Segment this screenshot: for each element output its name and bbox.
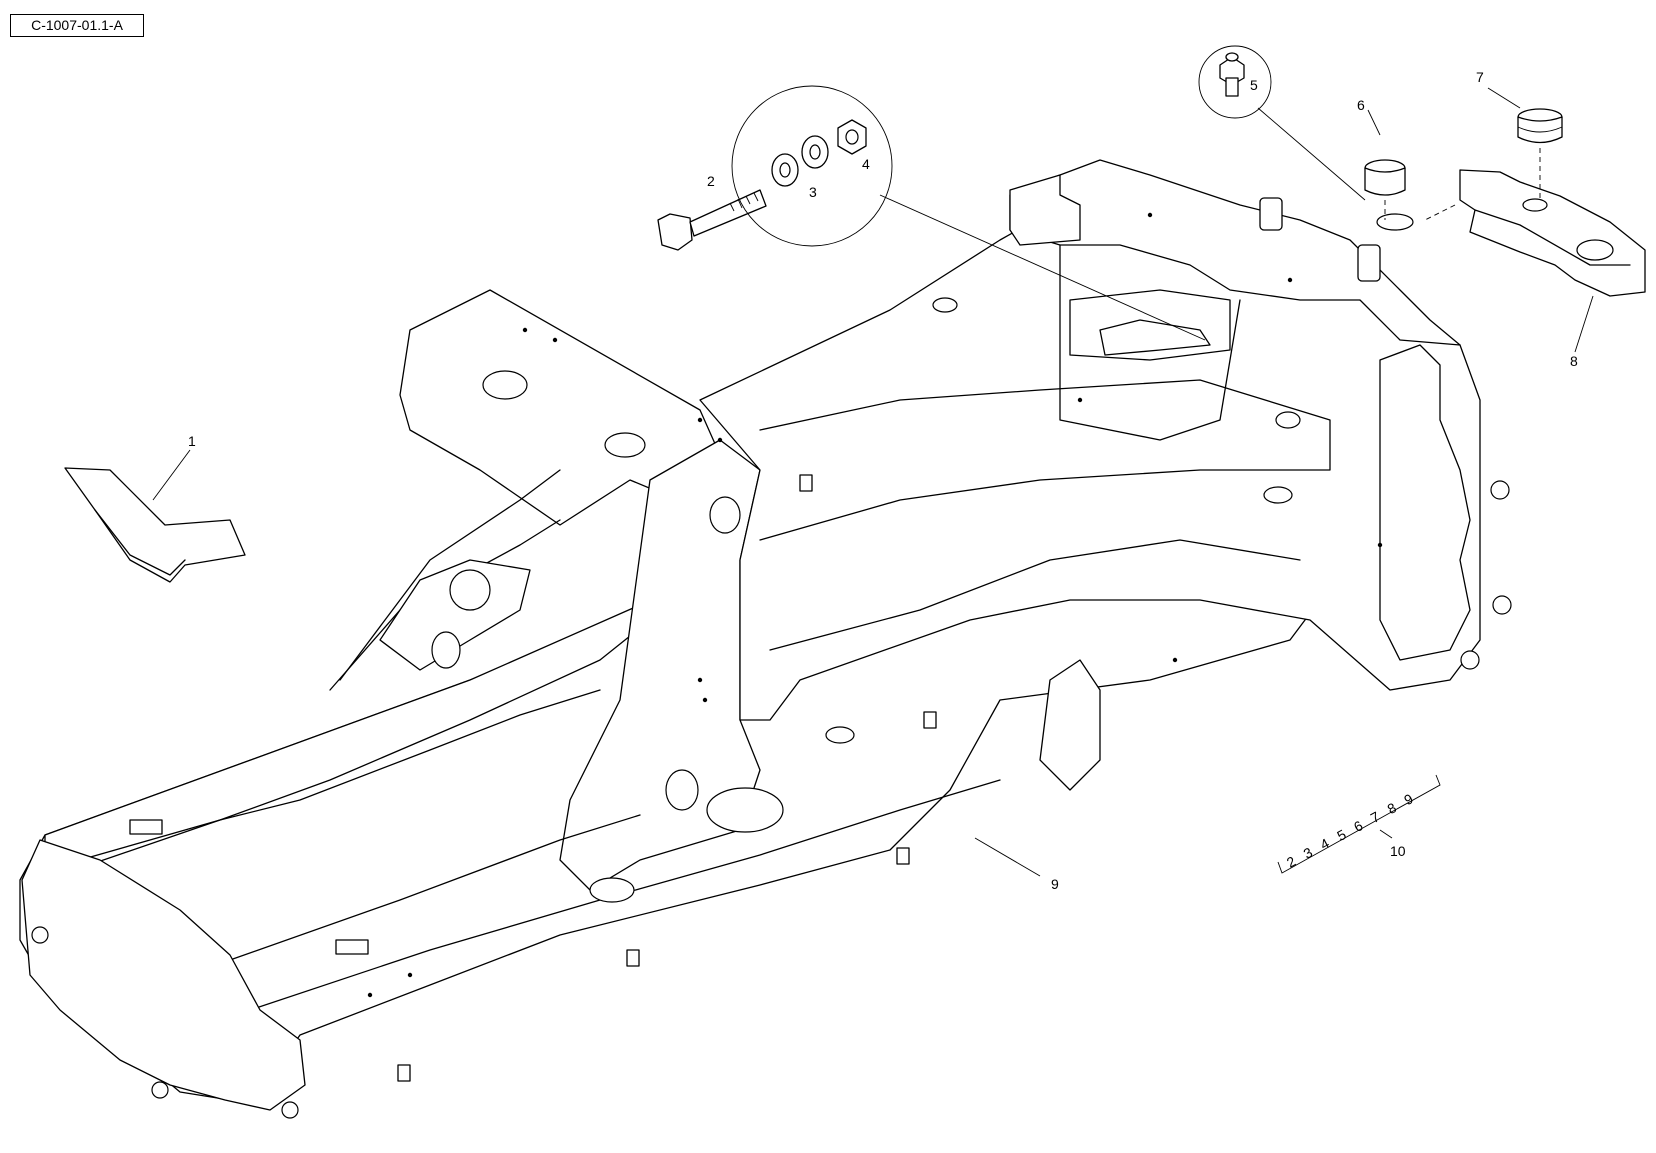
tower-hole xyxy=(1275,411,1301,429)
pin-boss-right xyxy=(1357,244,1381,282)
lower-rail-bottom xyxy=(249,779,1001,1011)
part-6-bushing xyxy=(1364,159,1406,196)
lower-rail-hole xyxy=(825,726,855,744)
leader-8 xyxy=(1574,295,1594,353)
inner-rail-edge xyxy=(79,689,601,861)
callout-5: 5 xyxy=(1250,77,1258,93)
detail-circle-fitting xyxy=(1198,45,1272,119)
bolt-hole xyxy=(717,437,723,443)
plate-hole-large xyxy=(604,432,646,458)
front-eye-left xyxy=(31,926,49,944)
callout-1: 1 xyxy=(188,433,196,449)
kit-item-2: 2 xyxy=(1284,853,1299,871)
bolt-hole xyxy=(1172,657,1178,663)
stud xyxy=(799,474,813,492)
dash-8 xyxy=(1424,204,1456,221)
pillar-oval-hole xyxy=(706,787,784,833)
part-2-bolt xyxy=(657,189,767,251)
callout-6: 6 xyxy=(1357,97,1365,113)
rear-eye-upper xyxy=(1490,480,1510,500)
leader-lines xyxy=(152,87,1594,877)
kit-item-5: 5 xyxy=(1334,826,1349,844)
bolt-hole xyxy=(407,972,413,978)
bolt-hole xyxy=(522,327,528,333)
boss-hole xyxy=(431,631,461,669)
rear-end-plate xyxy=(1379,344,1471,661)
left-oval-plate xyxy=(379,559,531,671)
pin-boss-left xyxy=(1259,197,1283,231)
inner-mount xyxy=(1099,319,1211,356)
bolt-hole xyxy=(1377,542,1383,548)
rail-hole xyxy=(932,297,958,313)
lower-rail-edge xyxy=(229,814,641,961)
pillar-slot-hole xyxy=(589,877,635,903)
mid-gusset xyxy=(1039,659,1101,791)
kit-item-6: 6 xyxy=(1351,817,1366,835)
bolt-hole xyxy=(367,992,373,998)
middle-crossbeam xyxy=(759,379,1331,541)
part-3-washers xyxy=(771,135,829,187)
bolt-hole xyxy=(552,337,558,343)
stud xyxy=(397,1064,411,1082)
pillar-pivot-hole xyxy=(709,496,741,534)
kit-bracket-tick xyxy=(1379,829,1393,839)
kit-item-7: 7 xyxy=(1368,808,1383,826)
rail-cleat xyxy=(335,939,369,955)
detail-circle-fasteners xyxy=(731,85,893,247)
leader-234 xyxy=(879,194,1206,341)
kit-item-3: 3 xyxy=(1301,844,1316,862)
kit-item-4: 4 xyxy=(1317,835,1332,853)
part-8-clamp-bracket xyxy=(1459,169,1646,297)
stud xyxy=(626,949,640,967)
callout-3: 3 xyxy=(809,184,817,200)
kit-bracket xyxy=(1277,774,1441,874)
leader-5 xyxy=(1257,107,1366,201)
left-bracket xyxy=(1009,174,1081,246)
callout-labels: 1 2 3 4 5 6 7 8 9 10 xyxy=(188,69,1578,892)
plate-pivot-hole xyxy=(482,370,528,400)
stud xyxy=(923,711,937,729)
callout-4: 4 xyxy=(862,156,870,172)
front-end-plate xyxy=(21,839,306,1111)
rear-eye-lower xyxy=(1460,650,1480,670)
inner-box-edges xyxy=(1059,244,1241,441)
bolt-hole xyxy=(697,677,703,683)
leader-9 xyxy=(974,837,1041,877)
callout-9: 9 xyxy=(1051,876,1059,892)
oval-slot-hole xyxy=(449,569,491,611)
callout-2: 2 xyxy=(707,173,715,189)
part-4-nut xyxy=(837,119,867,155)
left-diagonal-brace xyxy=(339,469,561,681)
bolt-hole xyxy=(697,417,703,423)
bolt-hole xyxy=(1077,397,1083,403)
left-upper-rail xyxy=(44,604,651,881)
bolt-hole xyxy=(1147,212,1153,218)
rail-cleat xyxy=(129,819,163,835)
figure-reference-label: C-1007-01.1-A xyxy=(10,14,144,37)
callout-7: 7 xyxy=(1476,69,1484,85)
leader-7 xyxy=(1487,87,1521,109)
leader-6 xyxy=(1367,109,1381,136)
leader-1 xyxy=(152,449,191,501)
callout-8: 8 xyxy=(1570,353,1578,369)
lower-crossbeam xyxy=(769,539,1301,651)
rear-eye-middle xyxy=(1492,595,1512,615)
bolt-hole xyxy=(702,697,708,703)
part-1-wedge-plate xyxy=(64,467,246,583)
rear-top-plate xyxy=(1009,159,1461,346)
front-eye-right xyxy=(281,1101,299,1119)
pillar-lower-hole xyxy=(665,769,699,811)
part-7-bushing xyxy=(1517,108,1563,144)
bushing-seat xyxy=(1376,213,1414,231)
bolt-hole xyxy=(1287,277,1293,283)
main-frame xyxy=(19,159,1512,1119)
stud xyxy=(896,847,910,865)
callout-10: 10 xyxy=(1390,843,1406,859)
part-5-grease-fitting xyxy=(1198,45,1272,119)
front-eye-lower xyxy=(151,1081,169,1099)
crossbeam-hole xyxy=(1263,486,1293,504)
